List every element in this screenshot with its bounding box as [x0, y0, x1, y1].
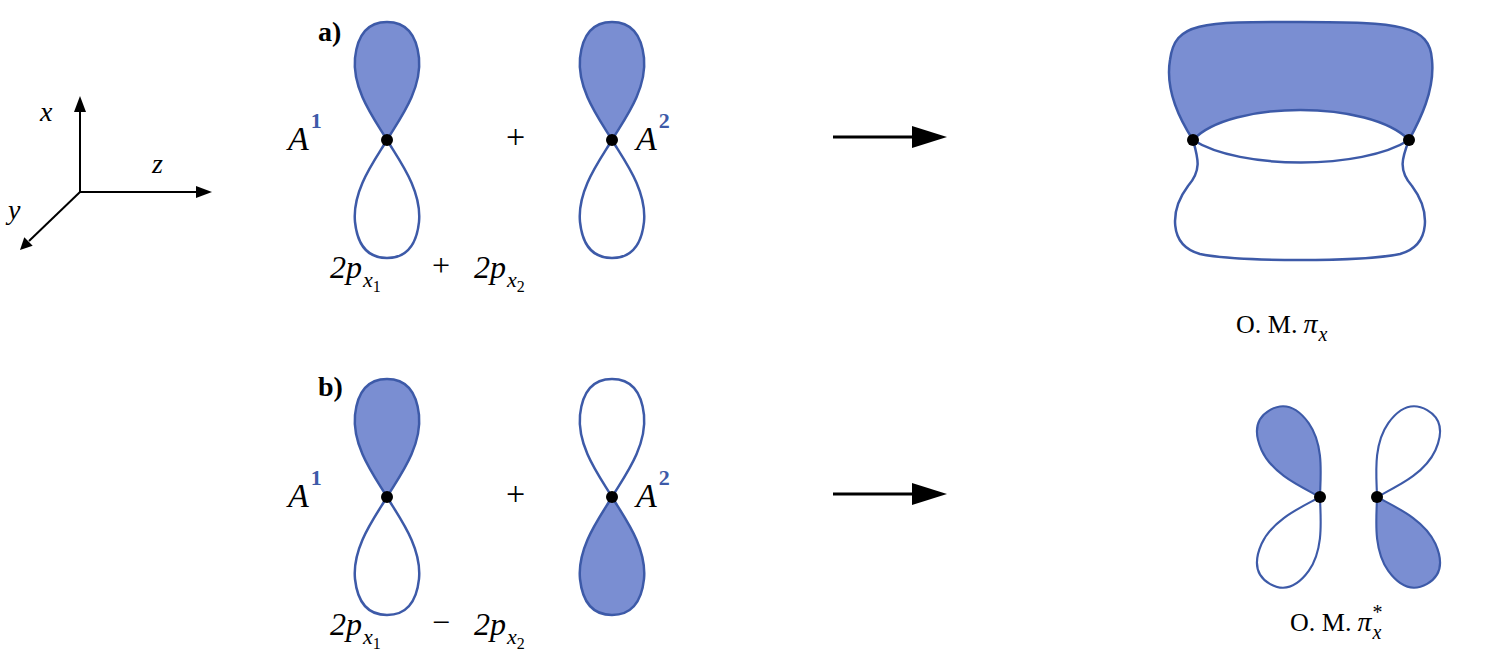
nuclei: [381, 134, 1415, 503]
mo-label: O. M.: [1236, 312, 1297, 338]
arrows: [833, 126, 947, 505]
atom-index: 2: [659, 110, 670, 132]
atom-label: A: [636, 122, 657, 156]
plus-sign: +: [506, 120, 525, 154]
axis-label: x: [40, 98, 52, 126]
operator-sign: +: [432, 249, 450, 281]
mo-superscript: *: [1372, 602, 1382, 622]
orbital-name: 2p: [330, 608, 362, 640]
atomic-orbitals-a: [355, 22, 645, 258]
mo-subscript: x: [1318, 324, 1327, 344]
orbital-subscript: x: [507, 269, 517, 291]
panel-letter: b): [318, 373, 343, 401]
axis-label: z: [152, 150, 163, 178]
orbital-name: 2p: [474, 251, 506, 283]
operator-sign: −: [432, 606, 450, 638]
axis-label: y: [8, 196, 20, 224]
orbital-subscript: 1: [373, 636, 381, 652]
atom-index: 2: [659, 467, 670, 489]
orbital-subscript: x: [507, 626, 517, 648]
atomic-orbitals-b: [355, 379, 645, 615]
atom-index: 1: [311, 467, 322, 489]
orbital-subscript: 2: [517, 279, 525, 295]
orbital-subscript: 1: [373, 279, 381, 295]
orbital-subscript: x: [363, 626, 373, 648]
orbital-name: 2p: [330, 251, 362, 283]
mo-symbol: π: [1357, 608, 1371, 636]
axes: [20, 96, 212, 250]
mo-subscript: x: [1372, 622, 1381, 642]
plus-sign: +: [506, 477, 525, 511]
pi-antibonding-orbital: [1246, 396, 1451, 597]
mo-symbol: π: [1303, 310, 1317, 338]
orbital-name: 2p: [474, 608, 506, 640]
atom-label: A: [636, 479, 657, 513]
pi-bonding-orbital: [1169, 22, 1432, 260]
atom-label: A: [288, 122, 309, 156]
atom-index: 1: [311, 110, 322, 132]
orbital-subscript: x: [363, 269, 373, 291]
mo-label: O. M.: [1290, 610, 1351, 636]
orbital-subscript: 2: [517, 636, 525, 652]
atom-label: A: [288, 479, 309, 513]
panel-letter: a): [318, 18, 341, 46]
